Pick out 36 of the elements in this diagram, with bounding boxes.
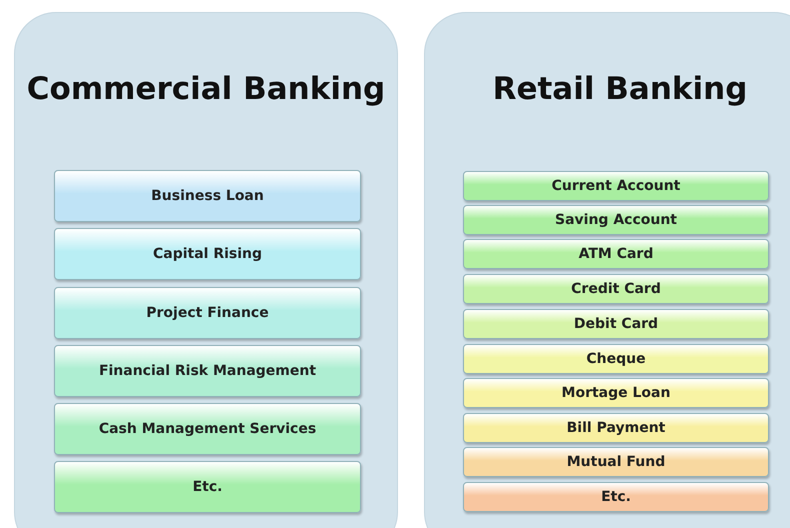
- item-box: [54, 461, 361, 513]
- item-label: Cash Management Services: [98, 421, 316, 437]
- item-label: Bill Payment: [566, 420, 666, 436]
- item-box: [463, 413, 769, 443]
- item-box: [54, 403, 361, 455]
- panel-title: Retail Banking: [492, 71, 748, 107]
- group-panel: [14, 12, 398, 528]
- group-panel: [424, 12, 790, 528]
- item-box: [463, 171, 769, 201]
- item-box: [463, 447, 769, 477]
- item-label: Etc.: [192, 479, 222, 495]
- item-box: [463, 309, 769, 339]
- item-box: [463, 378, 769, 408]
- item-label: Etc.: [601, 489, 631, 505]
- item-label: Cheque: [586, 351, 646, 367]
- item-box: [463, 239, 769, 269]
- item-label: ATM Card: [578, 246, 654, 262]
- item-label: Mutual Fund: [566, 454, 666, 470]
- item-label: Mortage Loan: [562, 385, 670, 401]
- item-label: Capital Rising: [152, 246, 262, 262]
- item-box: [54, 228, 361, 280]
- item-box: [54, 170, 361, 222]
- item-label: Financial Risk Management: [98, 363, 316, 379]
- item-box: [463, 205, 769, 235]
- item-label: Debit Card: [574, 316, 658, 332]
- item-box: [463, 344, 769, 374]
- item-label: Saving Account: [555, 212, 677, 228]
- item-label: Project Finance: [146, 305, 269, 321]
- item-label: Current Account: [552, 178, 680, 194]
- panel-title: Commercial Banking: [26, 71, 386, 107]
- item-box: [54, 287, 361, 339]
- item-box: [54, 345, 361, 397]
- item-label: Business Loan: [151, 188, 264, 204]
- item-label: Credit Card: [571, 281, 661, 297]
- item-box: [463, 274, 769, 304]
- item-box: [463, 482, 769, 512]
